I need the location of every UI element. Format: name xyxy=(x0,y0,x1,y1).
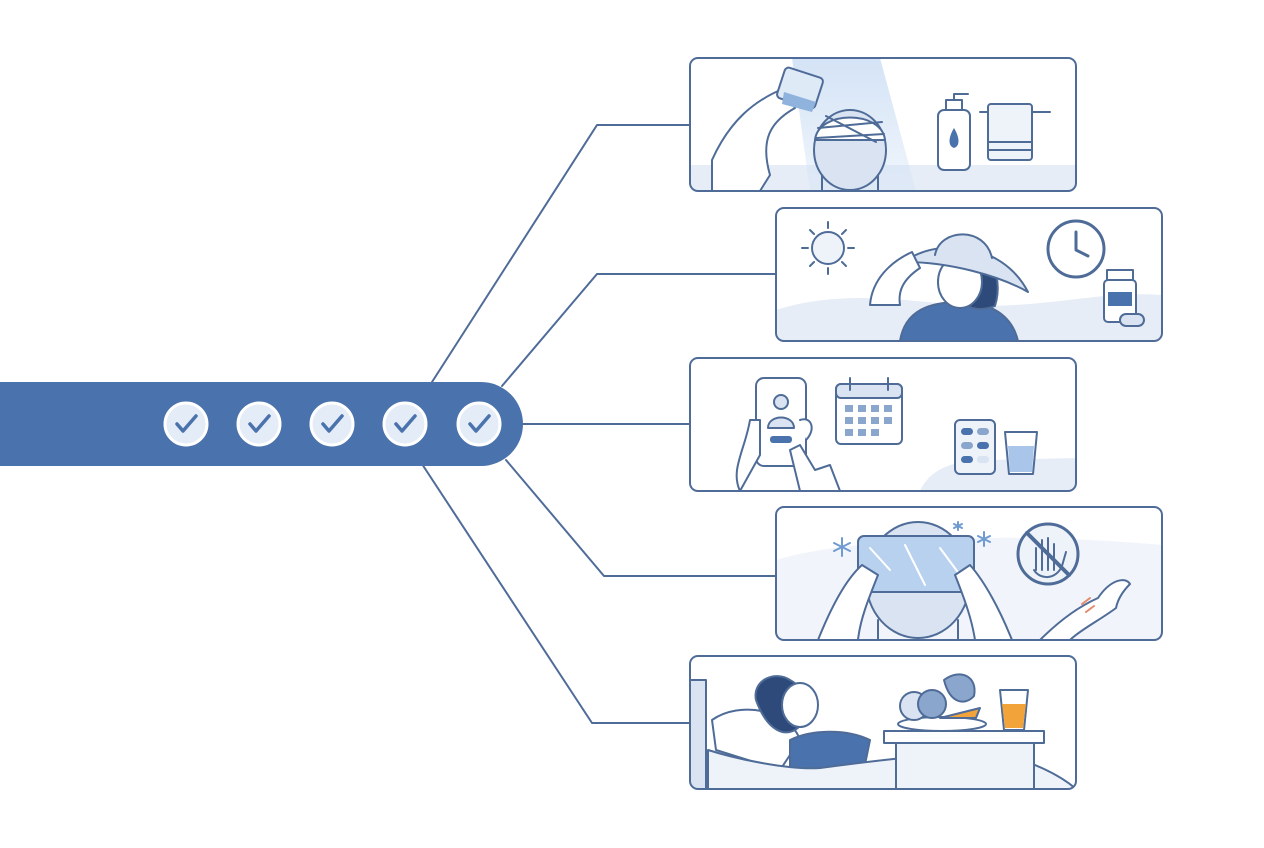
snowflake-icon xyxy=(833,521,991,557)
calendar-icon xyxy=(835,377,903,445)
fruit-vegetable-plate xyxy=(897,673,987,732)
no-touch-icon xyxy=(1016,522,1080,586)
step-check-1[interactable] xyxy=(163,401,209,447)
itchy-arm xyxy=(1039,579,1131,640)
step-check-3[interactable] xyxy=(309,401,355,447)
phone-telemedicine-icon xyxy=(735,377,841,491)
panel-rest-nutrition[interactable] xyxy=(689,655,1077,790)
arm-pouring-water xyxy=(711,87,796,191)
panel-cold-compress[interactable] xyxy=(775,506,1163,641)
head-with-ice-pack xyxy=(817,521,1013,640)
connector-1 xyxy=(431,124,691,383)
soap-bottle-icon xyxy=(937,93,971,171)
panel-gentle-wash[interactable] xyxy=(689,57,1077,195)
towel-icon xyxy=(979,103,1051,161)
panel-sun-protection[interactable] xyxy=(775,207,1163,342)
medicine-bottle-icon xyxy=(1103,269,1145,327)
step-check-list xyxy=(163,401,502,447)
check-icon xyxy=(394,414,417,433)
connector-2 xyxy=(501,273,777,387)
check-icon xyxy=(468,414,491,433)
panel-doctor-follow-up[interactable] xyxy=(689,357,1077,492)
connector-4 xyxy=(505,459,777,577)
check-icon xyxy=(175,414,198,433)
pill-blister-icon xyxy=(954,419,996,475)
connector-5 xyxy=(421,463,691,724)
check-icon xyxy=(321,414,344,433)
water-glass-icon xyxy=(1004,431,1038,475)
connector-lines xyxy=(421,124,777,724)
check-icon xyxy=(248,414,271,433)
step-check-2[interactable] xyxy=(236,401,282,447)
ice-pack xyxy=(857,535,975,593)
clock-icon xyxy=(1046,219,1106,279)
step-check-4[interactable] xyxy=(382,401,428,447)
woman-with-hat xyxy=(869,233,1029,341)
step-check-5[interactable] xyxy=(456,401,502,447)
sun-icon xyxy=(801,221,855,275)
progress-bar xyxy=(0,382,523,466)
bandaged-head xyxy=(813,109,887,191)
bedside-table xyxy=(883,730,1045,789)
juice-glass-icon xyxy=(999,689,1029,731)
